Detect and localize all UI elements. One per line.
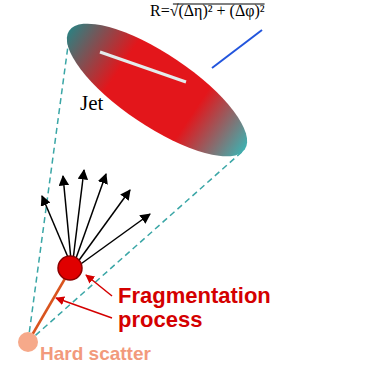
cone-edge	[28, 31, 70, 342]
jet-label: Jet	[80, 92, 103, 115]
radius-line	[100, 52, 186, 82]
hard-scatter-vertex	[18, 332, 38, 352]
hard-scatter-label: Hard scatter	[40, 344, 151, 365]
pointer-line	[212, 30, 262, 68]
fragmentation-label: Fragmentation process	[118, 284, 298, 332]
parton-line	[28, 270, 70, 342]
jet-cone-ellipse	[49, 1, 265, 179]
formula-label: R=√(Δη)² + (Δφ)²	[150, 2, 265, 20]
fragmentation-vertex	[58, 256, 82, 280]
particle-arrows	[42, 170, 150, 266]
callout-arrows	[56, 275, 112, 318]
